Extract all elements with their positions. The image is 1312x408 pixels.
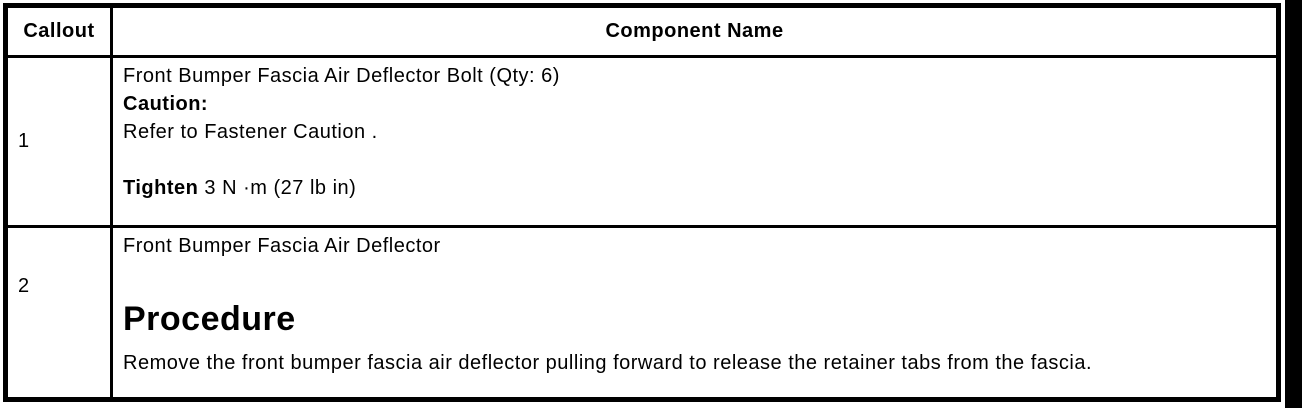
- tighten-spec-line: Tighten 3 N ·m (27 lb in): [123, 174, 1266, 202]
- procedure-instruction-text: Remove the front bumper fascia air defle…: [123, 352, 1093, 374]
- component-table: Callout Component Name 1 Front Bumper Fa…: [3, 3, 1281, 402]
- callout-number-1: 1: [18, 130, 30, 152]
- column-header-callout-label: Callout: [23, 20, 95, 42]
- caution-label: Caution:: [123, 93, 209, 115]
- caution-reference-text: Refer to Fastener Caution .: [123, 121, 378, 143]
- tighten-label: Tighten: [123, 177, 199, 199]
- table-row-2-component-cell: Front Bumper Fascia Air Deflector Proced…: [113, 228, 1276, 397]
- table-row-1-callout-cell: 1: [8, 58, 110, 225]
- column-header-component-name-label: Component Name: [605, 20, 784, 42]
- procedure-heading: Procedure: [123, 300, 296, 338]
- column-header-callout: Callout: [8, 8, 110, 55]
- component-name-text: Front Bumper Fascia Air Deflector: [123, 235, 441, 257]
- column-header-component-name: Component Name: [113, 8, 1276, 55]
- table-row-2-callout-cell: 2: [8, 228, 110, 397]
- table-row-1-component-cell: Front Bumper Fascia Air Deflector Bolt (…: [113, 58, 1276, 225]
- tighten-value: 3 N ·m (27 lb in): [204, 177, 357, 199]
- page-edge-bar: [1285, 0, 1302, 408]
- callout-number-2: 2: [18, 275, 30, 297]
- component-name-text: Front Bumper Fascia Air Deflector Bolt (…: [123, 65, 560, 87]
